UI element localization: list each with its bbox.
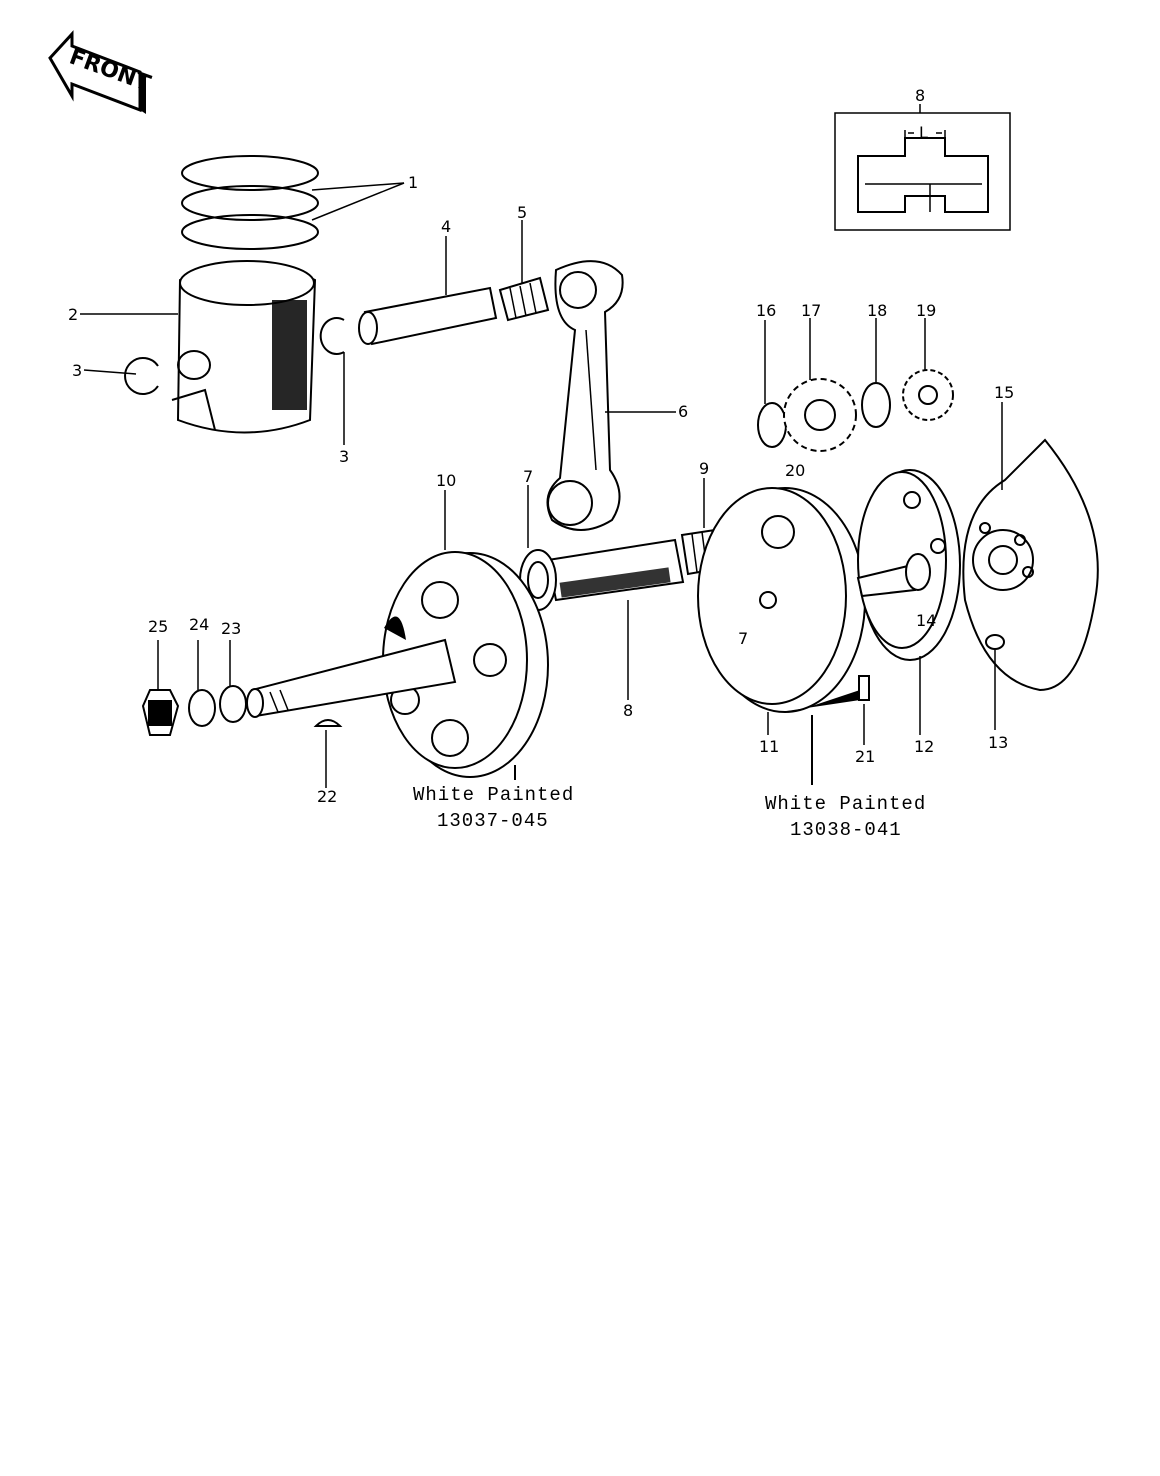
callout-22: 22 [317, 787, 337, 806]
gear-19 [902, 318, 954, 421]
lock-washer-24 [188, 640, 216, 727]
right-flywheel [697, 487, 866, 735]
callout-15: 15 [994, 383, 1014, 402]
small-end-bearing [498, 220, 550, 322]
piston-pin [358, 236, 498, 346]
callout-7-right: 7 [738, 629, 748, 648]
callout-19: 19 [916, 301, 936, 320]
callout-20: 20 [785, 461, 805, 480]
callout-23: 23 [221, 619, 241, 638]
left-flywheel [382, 490, 549, 778]
rotor-bolt [985, 634, 1005, 730]
callout-8: 8 [623, 701, 633, 720]
piston-rings [181, 155, 405, 250]
connecting-rod [546, 260, 676, 531]
callout-16: 16 [756, 301, 776, 320]
callout-24: 24 [189, 615, 209, 634]
callout-2: 2 [68, 305, 78, 324]
callout-1: 1 [408, 173, 418, 192]
callout-14: 14 [916, 611, 936, 630]
crankpin-shaft [546, 538, 685, 700]
left-shaft [246, 638, 457, 718]
callout-3-right: 3 [339, 447, 349, 466]
circlip-right [319, 317, 345, 445]
right-part-number: 13038-041 [790, 819, 902, 841]
left-part-number: 13037-045 [437, 810, 549, 832]
callout-25: 25 [148, 617, 168, 636]
callout-9: 9 [699, 459, 709, 478]
crank-nut-25 [141, 640, 180, 736]
callout-8-inset: 8 [915, 86, 925, 105]
washer-18 [861, 318, 891, 428]
callout-17: 17 [801, 301, 821, 320]
rotor-disc [962, 402, 1099, 692]
callout-10: 10 [436, 471, 456, 490]
circlip-left [83, 357, 159, 395]
callout-3-left: 3 [72, 361, 82, 380]
callout-6: 6 [678, 402, 688, 421]
right-paint-note: White Painted [765, 793, 926, 815]
callout-5: 5 [517, 203, 527, 222]
left-paint-note: White Painted [413, 784, 574, 806]
washer-23 [219, 640, 247, 723]
callout-11: 11 [759, 737, 779, 756]
piston [80, 260, 317, 434]
woodruff-key-right [858, 675, 870, 745]
callout-13: 13 [988, 733, 1008, 752]
right-shaft-disc [856, 469, 961, 735]
callout-4: 4 [441, 217, 451, 236]
snap-ring-16 [757, 320, 787, 448]
front-arrow-icon: FRONT [48, 30, 154, 114]
drive-gear-17 [783, 318, 857, 452]
callout-21: 21 [855, 747, 875, 766]
callout-7-left: 7 [523, 467, 533, 486]
callout-12: 12 [914, 737, 934, 756]
crankpin-inset: L [834, 104, 1011, 231]
callout-18: 18 [867, 301, 887, 320]
inset-dimension-label: L [919, 123, 928, 142]
woodruff-key-left [313, 719, 343, 788]
